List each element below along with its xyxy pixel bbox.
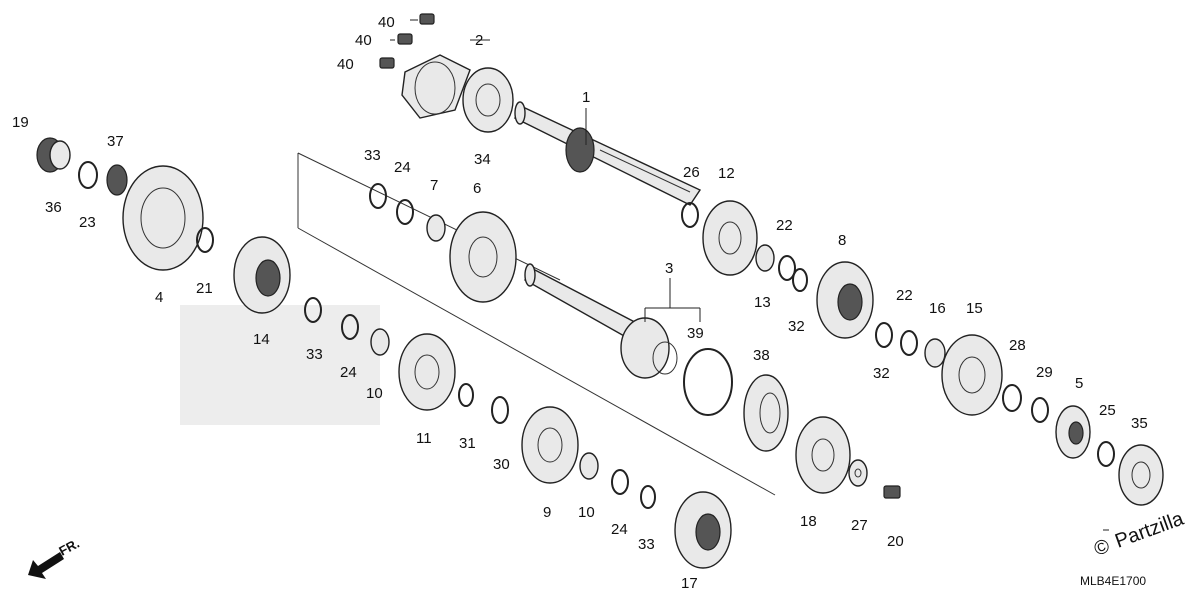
front-arrow-icon: [28, 552, 64, 579]
partzilla-watermark: © Partzilla: [1091, 507, 1187, 560]
left-parts: [36, 137, 291, 314]
callout-20: 20: [887, 533, 904, 550]
partzilla-brand: Partzilla: [1112, 507, 1187, 552]
catalog-code: MLB4E1700: [1080, 574, 1146, 588]
callout-34: 34: [474, 151, 491, 168]
leader-lines: [390, 19, 1109, 531]
far-right-parts: [875, 322, 1164, 506]
callout-27: 27: [851, 517, 868, 534]
bearing-set-plate: [401, 54, 471, 119]
callout-3: 3: [665, 260, 673, 277]
callout-21: 21: [196, 280, 213, 297]
callout-36: 36: [45, 199, 62, 216]
callout-10b: 10: [578, 504, 595, 521]
callout-18: 18: [800, 513, 817, 530]
callout-labels: 1 2 3 4 5 6 7 8 9 10 10 11 12 13 14 15 1…: [12, 14, 1148, 592]
callout-40b: 40: [355, 32, 372, 49]
callout-25: 25: [1099, 402, 1116, 419]
front-direction-indicator: FR.: [28, 536, 82, 579]
callout-40c: 40: [337, 56, 354, 73]
callout-1: 1: [582, 89, 590, 106]
lower-middle-parts: [304, 297, 732, 569]
callout-33c: 33: [638, 536, 655, 553]
callout-40a: 40: [378, 14, 395, 31]
callout-6: 6: [473, 180, 481, 197]
callout-19: 19: [12, 114, 29, 131]
callout-32a: 32: [788, 318, 805, 335]
callout-4: 4: [155, 289, 163, 306]
callout-16: 16: [929, 300, 946, 317]
callout-37: 37: [107, 133, 124, 150]
callout-24c: 24: [611, 521, 628, 538]
drive-sprocket-group: [795, 416, 901, 499]
callout-8: 8: [838, 232, 846, 249]
callout-39: 39: [687, 325, 704, 342]
callout-24a: 24: [394, 159, 411, 176]
background-watermark: [180, 305, 380, 425]
mainshaft: [513, 101, 702, 206]
callout-7: 7: [430, 177, 438, 194]
upper-middle-parts: [369, 183, 517, 303]
callout-31: 31: [459, 435, 476, 452]
callout-13: 13: [754, 294, 771, 311]
callout-15: 15: [966, 300, 983, 317]
countershaft: [523, 263, 678, 379]
callout-14: 14: [253, 331, 270, 348]
flange-bolts: [379, 13, 435, 69]
callout-38: 38: [753, 347, 770, 364]
callout-35: 35: [1131, 415, 1148, 432]
callout-23: 23: [79, 214, 96, 231]
seals: [683, 348, 789, 452]
callout-22a: 22: [776, 217, 793, 234]
callout-11: 11: [416, 430, 432, 447]
callout-32b: 32: [873, 365, 890, 382]
callout-33a: 33: [364, 147, 381, 164]
callout-22b: 22: [896, 287, 913, 304]
callout-24b: 24: [340, 364, 357, 381]
copyright-symbol: ©: [1091, 535, 1113, 561]
callout-9: 9: [543, 504, 551, 521]
upper-right-parts: [681, 200, 874, 339]
callout-10a: 10: [366, 385, 383, 402]
ball-bearing-upper: [462, 67, 514, 133]
callout-5: 5: [1075, 375, 1083, 392]
callout-2: 2: [475, 32, 483, 49]
callout-30: 30: [493, 456, 510, 473]
callout-26: 26: [683, 164, 700, 181]
callout-12: 12: [718, 165, 735, 182]
callout-28: 28: [1009, 337, 1026, 354]
callout-33b: 33: [306, 346, 323, 363]
callout-17: 17: [681, 575, 698, 592]
callout-29: 29: [1036, 364, 1053, 381]
